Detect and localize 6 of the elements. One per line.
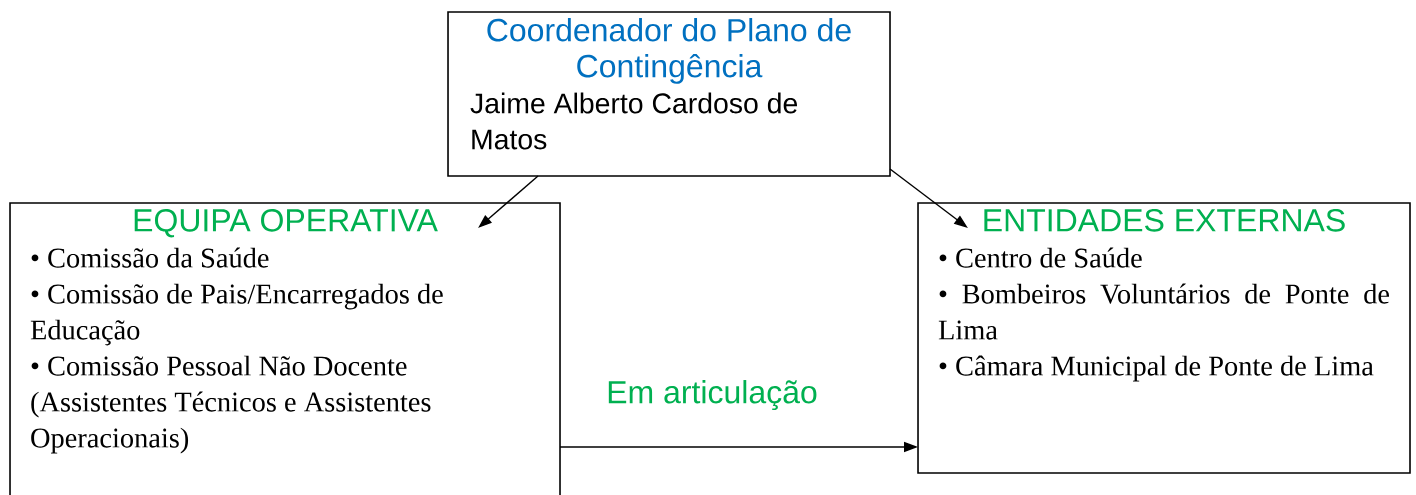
arrow — [478, 175, 539, 228]
org-box: ENTIDADES EXTERNAS • Centro de Saúde • Bombeiros Voluntários de Ponte de Lima • Câmara Municipal de Ponte de Lima — [917, 202, 1411, 474]
arrow — [889, 168, 968, 228]
edge-label: Em articulação — [604, 378, 820, 412]
org-box: EQUIPA OPERATIVA • Comissão da Saúde • Comissão de Pais/Encarregados de Educação • Comissão Pessoal Não Docente (Assistentes Técnicos e Assistentes Operacionais) — [9, 202, 561, 495]
org-box: Coordenador do Plano de Contingência Jaime Alberto Cardoso de Matos — [447, 11, 891, 177]
